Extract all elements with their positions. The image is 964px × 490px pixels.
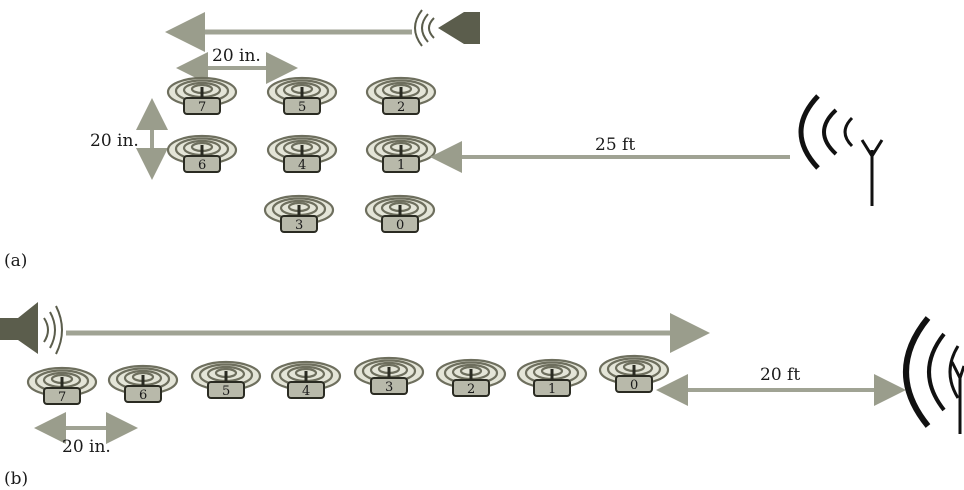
coil-node-icon: 2 <box>435 358 507 398</box>
spacing-label-horizontal: 20 in. <box>212 46 261 66</box>
coil-node-icon: 0 <box>598 354 670 394</box>
coil-node-icon: 6 <box>166 134 238 174</box>
node-label: 5 <box>222 384 230 399</box>
speaker-icon <box>0 302 63 355</box>
spacing-label-vertical: 20 in. <box>90 131 139 151</box>
spacing-label: 20 in. <box>62 437 111 457</box>
coil-node-icon: 0 <box>364 194 436 234</box>
panel-label: (a) <box>4 251 27 271</box>
node-label: 2 <box>467 382 475 397</box>
coil-node-icon: 6 <box>107 364 179 404</box>
coil-node-icon: 1 <box>516 358 588 398</box>
coil-node-icon: 4 <box>270 360 342 400</box>
node-label: 4 <box>298 158 306 173</box>
speaker-icon <box>414 9 480 47</box>
node-label: 6 <box>139 388 147 403</box>
panel-a: 20 in. 20 in. 7 5 2 6 4 1 3 0 25 ft <box>4 9 884 271</box>
node-label: 4 <box>302 384 310 399</box>
panel-label: (b) <box>4 469 28 489</box>
coil-node-icon: 5 <box>266 76 338 116</box>
antenna-icon <box>798 94 884 206</box>
node-label: 2 <box>397 100 405 115</box>
panel-b: 7 6 5 4 3 2 1 0 20 in. 20 ft (b) <box>0 302 964 489</box>
node-label: 7 <box>198 100 206 115</box>
coil-node-icon: 4 <box>266 134 338 174</box>
node-label: 1 <box>397 158 405 173</box>
coil-node-icon: 3 <box>263 194 335 234</box>
coil-node-icon: 3 <box>353 356 425 396</box>
coil-node-icon: 7 <box>166 76 238 116</box>
node-label: 0 <box>630 378 638 393</box>
node-label: 1 <box>548 382 556 397</box>
node-label: 6 <box>198 158 206 173</box>
antenna-icon <box>903 316 964 434</box>
coil-node-icon: 2 <box>365 76 437 116</box>
node-label: 3 <box>295 218 303 233</box>
coil-node-icon: 5 <box>190 360 262 400</box>
distance-label: 20 ft <box>760 365 800 385</box>
coil-node-icon: 1 <box>365 134 437 174</box>
node-label: 7 <box>58 390 66 405</box>
distance-label: 25 ft <box>595 135 635 155</box>
coil-node-icon: 7 <box>26 366 98 406</box>
node-label: 3 <box>385 380 393 395</box>
node-label: 5 <box>298 100 306 115</box>
node-label: 0 <box>396 218 404 233</box>
